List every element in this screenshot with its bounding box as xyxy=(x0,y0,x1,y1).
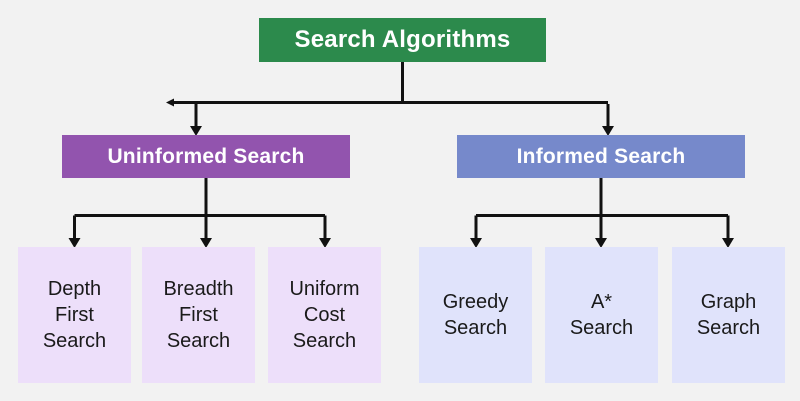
node-branch-informed-label: Informed Search xyxy=(516,144,686,168)
node-leaf-graph-search[interactable]: Graph Search xyxy=(672,247,785,383)
connector-informed-to-leaves xyxy=(470,178,734,248)
node-root-label: Search Algorithms xyxy=(294,26,511,54)
node-leaf-label: Graph Search xyxy=(696,291,761,339)
node-leaf-label: Uniform Cost Search xyxy=(289,278,360,352)
node-leaf-label: Breadth First Search xyxy=(163,278,234,352)
node-branch-informed-search[interactable]: Informed Search xyxy=(457,135,745,178)
node-branch-uninformed-search[interactable]: Uninformed Search xyxy=(62,135,350,178)
node-leaf-label: A* Search xyxy=(569,291,634,339)
node-leaf-a-star-search[interactable]: A* Search xyxy=(545,247,658,383)
node-leaf-depth-first-search[interactable]: Depth First Search xyxy=(18,247,131,383)
connector-uninformed-to-leaves xyxy=(68,178,331,248)
node-leaf-label: Depth First Search xyxy=(42,278,107,352)
node-leaf-label: Greedy Search xyxy=(442,291,509,339)
node-leaf-breadth-first-search[interactable]: Breadth First Search xyxy=(142,247,255,383)
node-leaf-greedy-search[interactable]: Greedy Search xyxy=(419,247,532,383)
connector-root-to-branches xyxy=(166,62,614,136)
node-root-search-algorithms[interactable]: Search Algorithms xyxy=(259,18,546,62)
node-branch-uninformed-label: Uninformed Search xyxy=(107,144,305,168)
node-leaf-uniform-cost-search[interactable]: Uniform Cost Search xyxy=(268,247,381,383)
